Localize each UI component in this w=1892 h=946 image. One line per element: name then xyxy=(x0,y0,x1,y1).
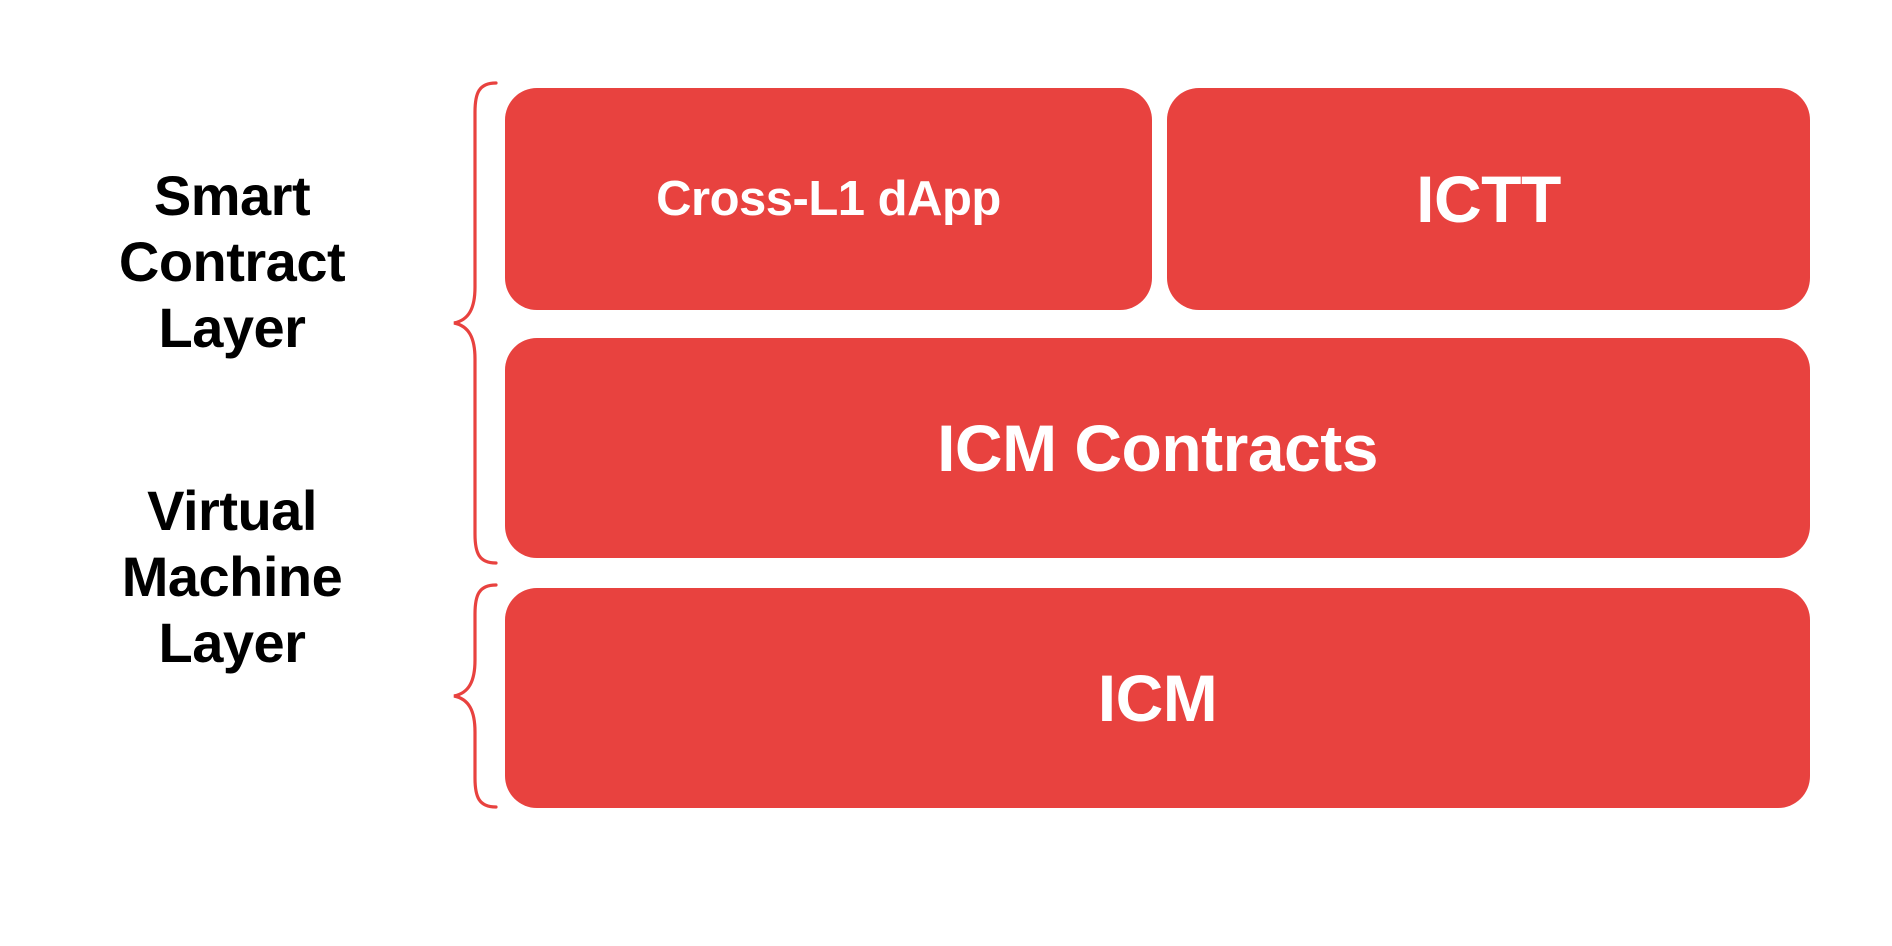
box-label-ictt: ICTT xyxy=(1416,162,1561,236)
curly-brace-icon-smart-contract xyxy=(452,80,498,566)
box-icm[interactable]: ICM xyxy=(505,588,1810,808)
box-ictt[interactable]: ICTT xyxy=(1167,88,1810,310)
box-label-cross-l1-dapp: Cross-L1 dApp xyxy=(656,172,1001,226)
box-label-icm-contracts: ICM Contracts xyxy=(937,411,1378,485)
box-label-icm: ICM xyxy=(1097,661,1218,735)
curly-brace-icon-virtual-machine xyxy=(452,582,498,810)
box-icm-contracts[interactable]: ICM Contracts xyxy=(505,338,1810,558)
box-cross-l1-dapp[interactable]: Cross-L1 dApp xyxy=(505,88,1152,310)
layer-label-virtual-machine: Virtual Machine Layer xyxy=(121,479,343,675)
layer-label-smart-contract: Smart Contract Layer xyxy=(118,164,346,360)
